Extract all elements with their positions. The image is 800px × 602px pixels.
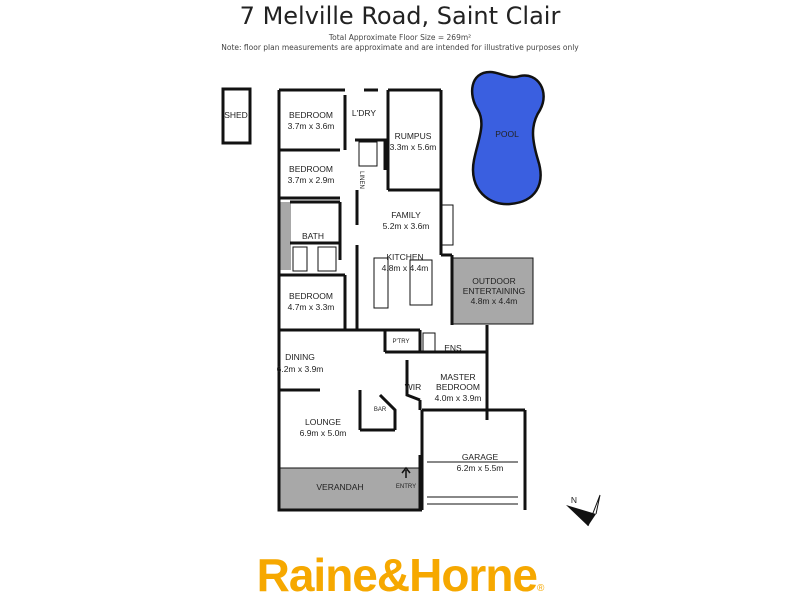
side-path — [279, 202, 291, 270]
brand-logo: Raine&Horne® — [0, 548, 800, 602]
size-lounge: 6.9m x 5.0m — [300, 428, 347, 438]
label-bedroom3: BEDROOM — [289, 291, 333, 301]
size-kitchen: 4.8m x 4.4m — [382, 263, 429, 273]
label-garage: GARAGE — [462, 452, 499, 462]
label-kitchen: KITCHEN — [386, 252, 423, 262]
size-bedroom2: 3.7m x 2.9m — [288, 175, 335, 185]
outdoor-entertaining-area — [452, 257, 534, 325]
size-dining: 6.2m x 3.9m — [277, 364, 324, 374]
label-ensuite: ENS — [444, 343, 462, 353]
label-shed: SHED — [224, 110, 248, 120]
label-outdoor1: OUTDOOR — [472, 276, 515, 286]
compass-icon — [566, 494, 601, 527]
pool — [470, 70, 545, 206]
label-wir: WIR — [405, 382, 422, 392]
verandah-area — [278, 467, 421, 511]
size-bedroom3: 4.7m x 3.3m — [288, 302, 335, 312]
size-family: 5.2m x 3.6m — [383, 221, 430, 231]
fixtures — [292, 141, 518, 505]
size-garage: 6.2m x 5.5m — [457, 463, 504, 473]
logo-text: Raine&Horne — [256, 549, 538, 601]
size-rumpus: 3.3m x 5.6m — [390, 142, 437, 152]
label-dining: DINING — [285, 352, 315, 362]
size-master: 4.0m x 3.9m — [435, 393, 482, 403]
label-master1: MASTER — [440, 372, 475, 382]
compass-label: N — [571, 495, 577, 505]
label-master2: BEDROOM — [436, 382, 480, 392]
label-lounge: LOUNGE — [305, 417, 341, 427]
label-verandah: VERANDAH — [316, 482, 363, 492]
label-linen: LINEN — [358, 171, 364, 189]
size-outdoor: 4.8m x 4.4m — [471, 296, 518, 306]
label-laundry: L'DRY — [352, 108, 376, 118]
shed — [221, 87, 252, 145]
label-outdoor2: ENTERTAINING — [463, 286, 526, 296]
walls — [277, 88, 527, 512]
label-pool: POOL — [495, 129, 519, 139]
label-bar: BAR — [374, 407, 387, 413]
label-rumpus: RUMPUS — [395, 131, 432, 141]
label-bedroom1: BEDROOM — [289, 110, 333, 120]
label-bath: BATH — [302, 231, 324, 241]
floor-size: Total Approximate Floor Size = 269m² — [328, 33, 472, 42]
entry-arrow-icon — [401, 466, 411, 478]
page-title: 7 Melville Road, Saint Clair — [239, 2, 561, 30]
label-pantry: P'TRY — [392, 339, 409, 345]
label-entry: ENTRY — [396, 484, 416, 490]
size-bedroom1: 3.7m x 3.6m — [288, 121, 335, 131]
label-family: FAMILY — [391, 210, 421, 220]
label-bedroom2: BEDROOM — [289, 164, 333, 174]
disclaimer-note: Note: floor plan measurements are approx… — [221, 43, 579, 52]
registered-mark: ® — [537, 583, 544, 594]
